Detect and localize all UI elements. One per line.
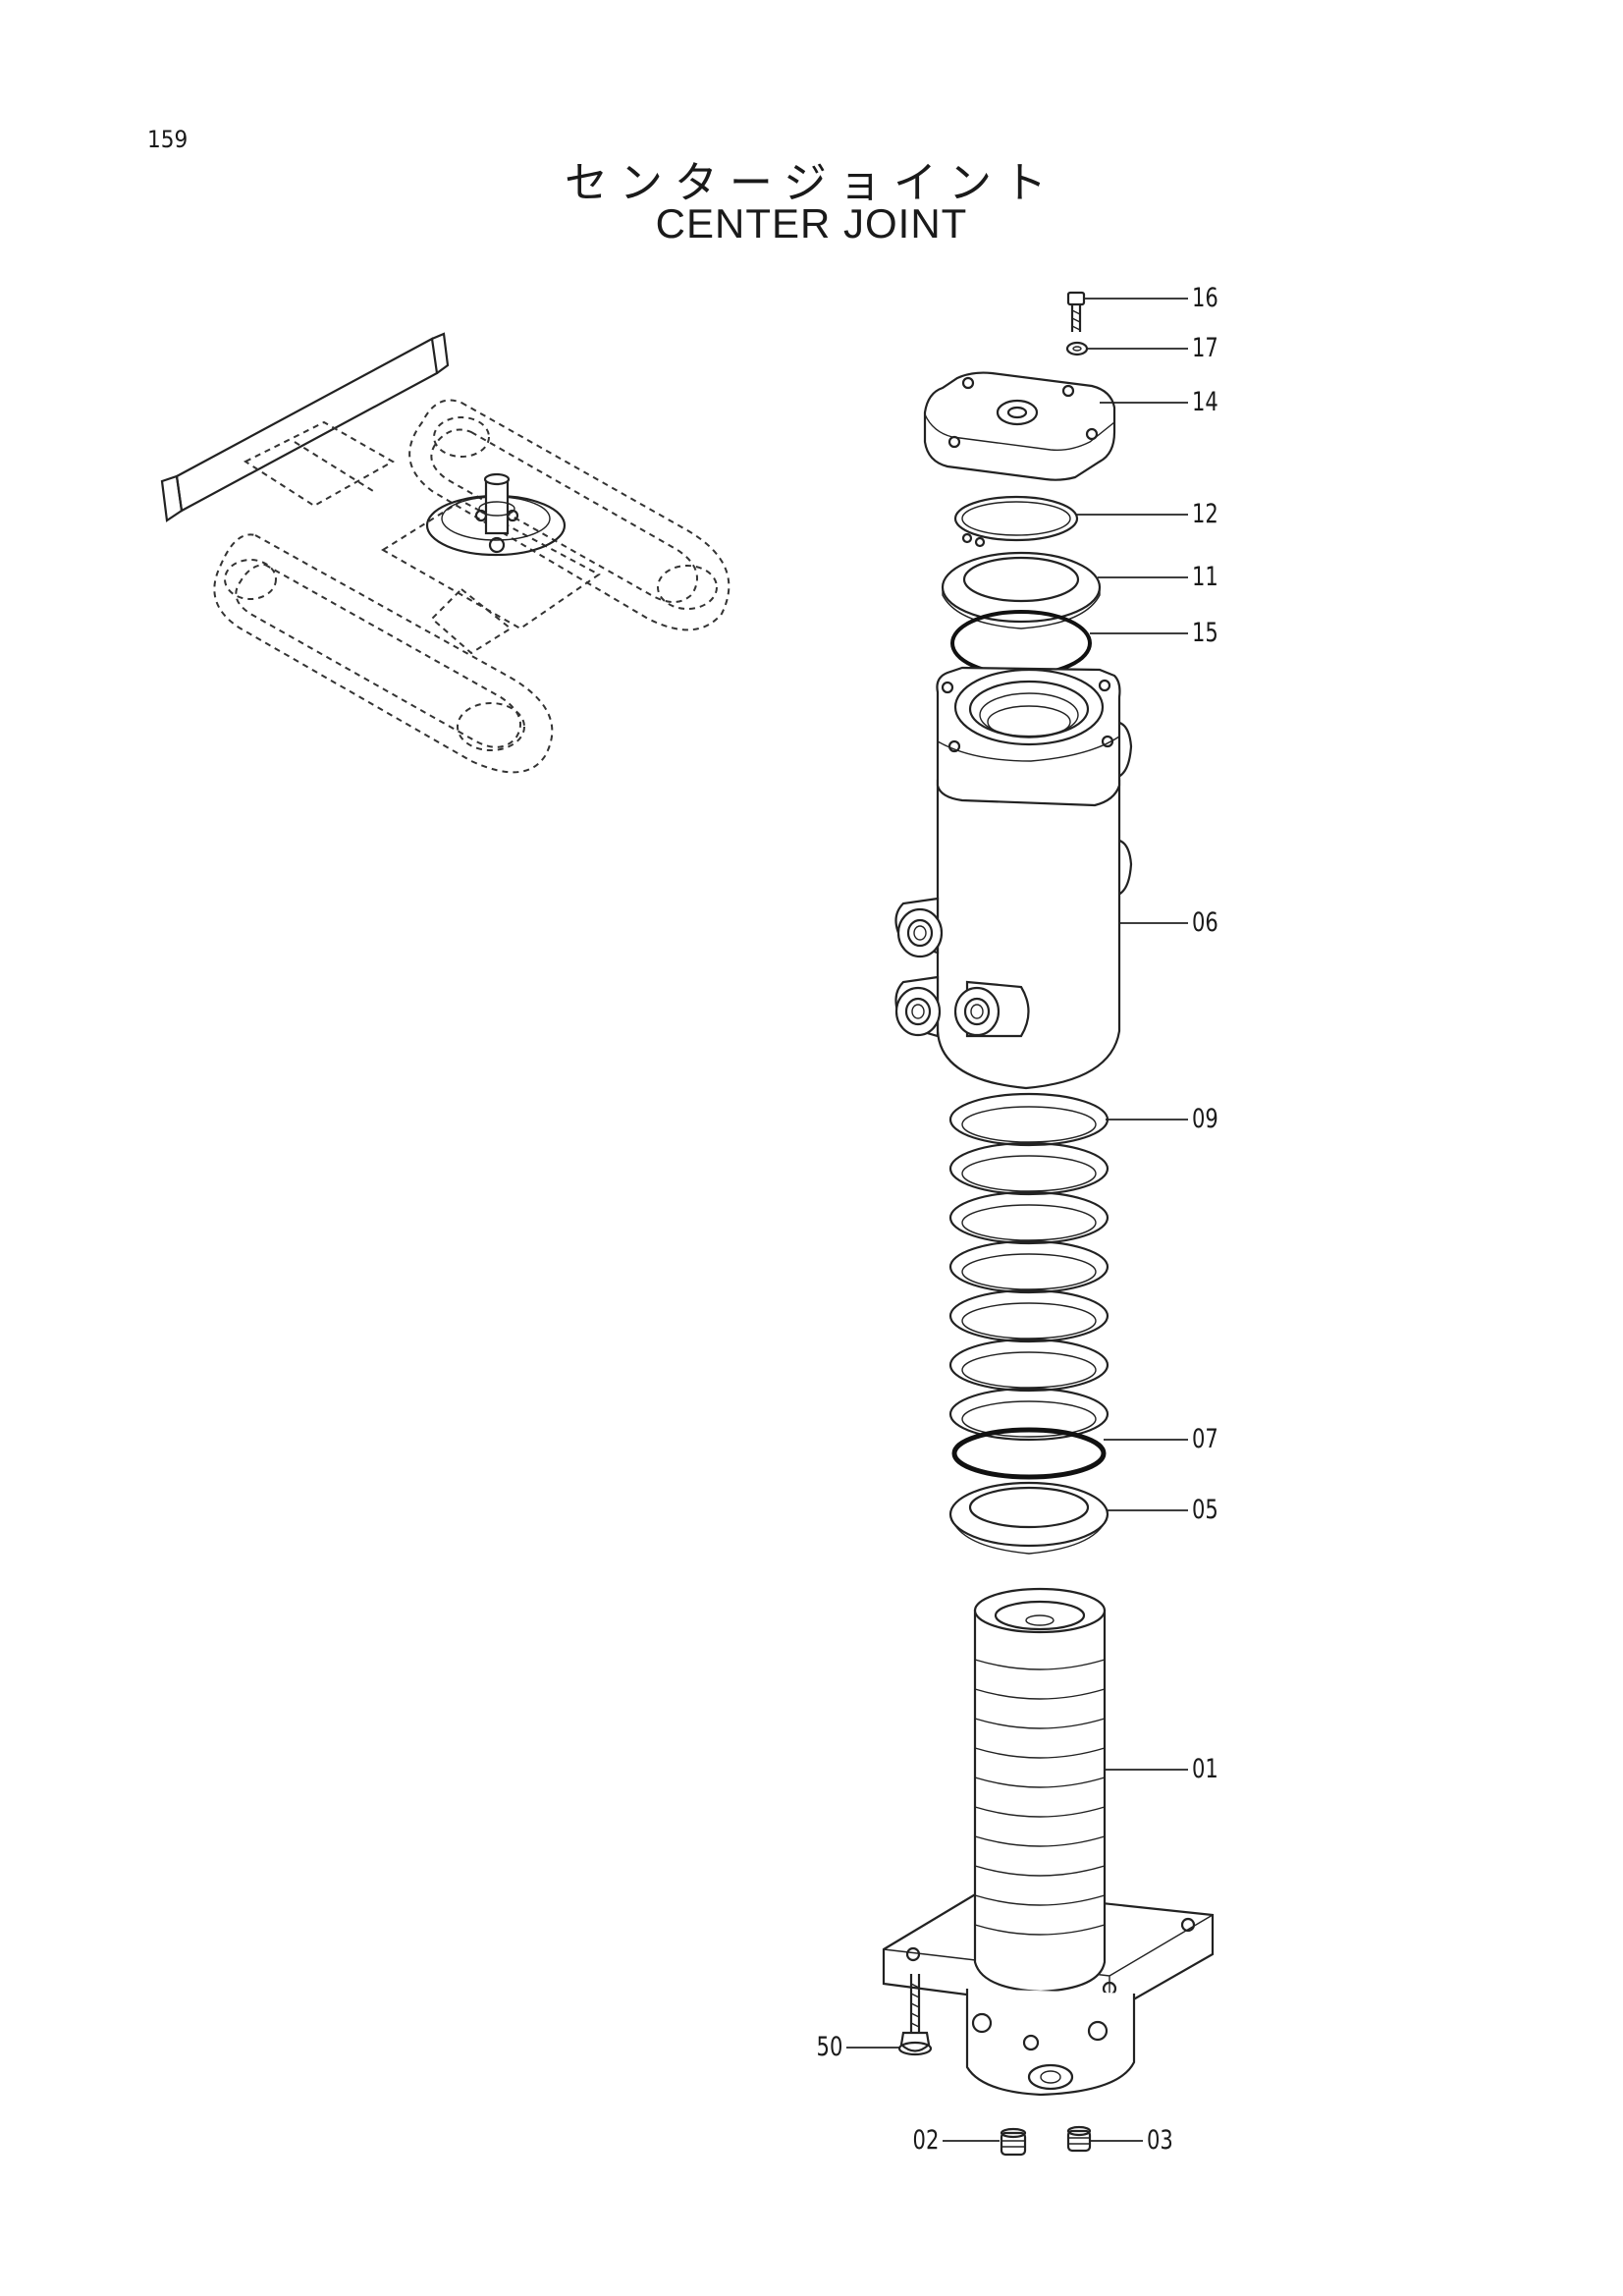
callout-06: 06 (1192, 907, 1218, 938)
part-01-spindle (882, 1587, 1215, 2097)
part-03-plug (1066, 2125, 1092, 2153)
callout-05: 05 (1192, 1495, 1218, 1525)
part-17-washer (1065, 341, 1089, 356)
callout-17: 17 (1192, 333, 1218, 363)
part-16-bolt (1066, 291, 1086, 332)
title-japanese: センタージョイント (564, 158, 1059, 208)
leader-lines (846, 298, 1188, 2142)
page-number: 159 (147, 126, 189, 153)
part-02-plug (1000, 2127, 1027, 2157)
part-06-body (894, 666, 1133, 1090)
callout-07: 07 (1192, 1424, 1218, 1454)
callout-16: 16 (1192, 283, 1218, 313)
part-14-cover (923, 371, 1116, 481)
part-07-o-ring (951, 1427, 1107, 1480)
callout-09: 09 (1192, 1104, 1218, 1134)
part-05-thrust-ring (948, 1481, 1109, 1555)
callout-02: 02 (912, 2125, 939, 2156)
callout-01: 01 (1192, 1754, 1218, 1784)
callout-12: 12 (1192, 499, 1218, 529)
part-50-bolt (897, 1974, 933, 2056)
callout-11: 11 (1192, 562, 1218, 592)
part-12-snap-ring (953, 495, 1079, 548)
part-09-seal-stack (948, 1092, 1109, 1442)
callout-14: 14 (1192, 387, 1218, 417)
callout-50: 50 (816, 2032, 842, 2062)
callout-15: 15 (1192, 618, 1218, 648)
part-11-ring (941, 551, 1102, 629)
callout-03: 03 (1147, 2125, 1173, 2156)
title-english: CENTER JOINT (655, 200, 968, 246)
undercarriage-location-sketch (160, 332, 730, 774)
